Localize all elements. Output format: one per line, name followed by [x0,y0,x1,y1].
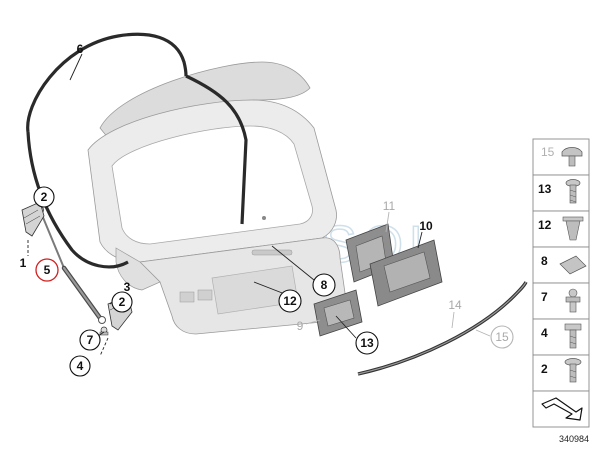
ball-stud-icon [565,288,581,313]
side-part-12: 12 [532,210,590,248]
svg-text:7: 7 [87,333,94,347]
svg-text:5: 5 [44,263,51,277]
svg-text:3: 3 [124,280,131,294]
svg-text:13: 13 [538,182,552,196]
side-part-2: 2 [532,354,590,392]
svg-text:13: 13 [360,336,374,350]
tailgate-seal-lower [26,131,129,269]
svg-text:12: 12 [283,294,297,308]
tailgate-seal [26,32,188,133]
svg-text:1: 1 [20,256,27,270]
svg-text:9: 9 [297,319,304,333]
svg-text:8: 8 [321,278,328,292]
trim-strip-highlight [357,281,527,375]
svg-text:11: 11 [383,199,396,213]
orientation-arrow-box [532,390,590,428]
callout-7: 7 [79,329,101,351]
callout-2-top: 2 [33,186,55,208]
callout-1: 1 [20,256,27,270]
svg-text:8: 8 [541,254,548,268]
callout-13: 13 [355,331,379,355]
svg-text:10: 10 [419,219,433,233]
hex-bolt-icon [564,323,582,349]
callout-12: 12 [278,289,302,313]
svg-text:12: 12 [538,218,552,232]
callout-8: 8 [312,273,336,297]
reference-number: 340984 [559,434,589,444]
svg-text:4: 4 [77,359,84,373]
svg-text:6: 6 [77,42,84,56]
ball-stud [99,326,109,336]
svg-text:15: 15 [495,330,509,344]
side-part-13: 13 [532,174,590,212]
gas-strut [36,206,106,324]
side-part-7: 7 [532,282,590,320]
svg-text:7: 7 [541,290,548,304]
push-clip-icon [561,147,583,167]
svg-text:2: 2 [541,362,548,376]
side-parts-column: 15 13 12 [532,138,590,428]
callout-10: 10 [419,219,433,233]
callout-3: 3 [124,280,131,294]
svg-text:2: 2 [41,190,48,204]
bracket-part-10 [369,239,443,307]
direction-arrow-icon [541,397,583,421]
expanding-nut-icon [562,216,584,241]
side-part-8: 8 [532,246,590,284]
screw-icon [565,179,581,204]
side-part-15: 15 [532,138,590,176]
svg-text:2: 2 [119,295,126,309]
svg-text:4: 4 [541,326,548,340]
adhesive-pad-icon [559,255,587,275]
callout-14: 14 [448,298,462,312]
bracket-part-9 [313,289,363,337]
tailgate-seal-inner [185,74,248,225]
callout-11: 11 [383,199,396,213]
side-part-4: 4 [532,318,590,356]
callout-15: 15 [490,325,514,349]
callout-2-lower: 2 [111,291,133,313]
callout-9: 9 [297,319,304,333]
upper-strut-bracket [21,201,45,237]
callout-5-highlighted: 5 [35,258,59,282]
svg-text:15: 15 [541,145,555,159]
callout-4: 4 [69,355,91,377]
torx-bolt-icon [564,358,582,383]
callout-6: 6 [77,42,84,56]
svg-text:14: 14 [448,298,462,312]
